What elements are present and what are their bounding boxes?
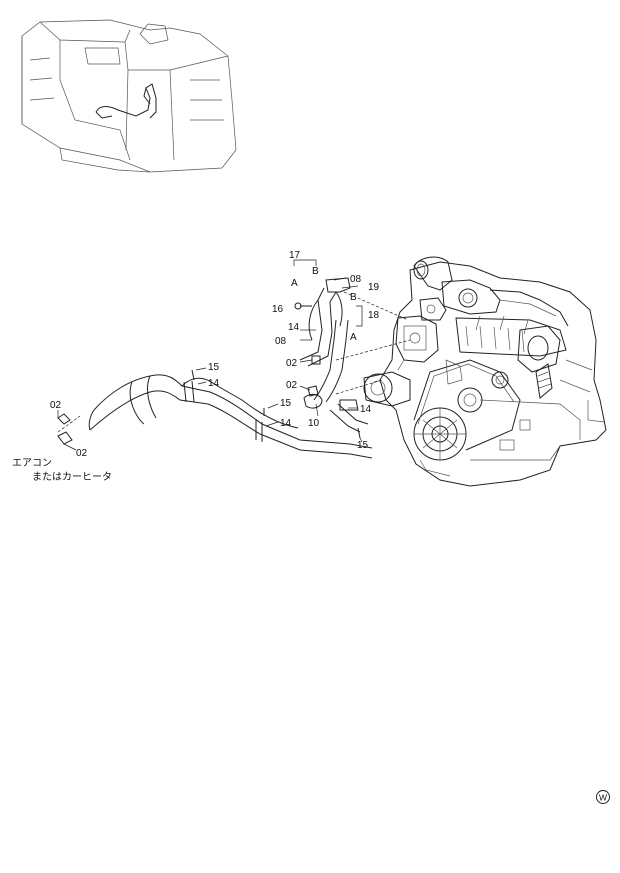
callout-08-top: 08 [350,274,362,285]
notes: エアコン またはカーヒータ [12,458,112,483]
callout-14-a: 14 [208,378,220,389]
callout-02-b: 02 [286,380,298,391]
w-mark-letter: W [599,793,607,803]
leader-lines [57,259,363,451]
callout-a-mid: A [350,332,357,343]
callout-b-top: B [312,266,319,277]
callout-19: 19 [368,282,380,293]
note-aircon: エアコン [12,458,52,469]
callout-a-top: A [291,278,298,289]
callout-02-mid: 02 [286,358,298,369]
callout-labels: 17 A B 08 19 16 B 18 14 A 08 02 15 14 02… [50,250,380,459]
callout-18: 18 [368,310,380,321]
callout-16: 16 [272,304,284,315]
callout-02-left-bottom: 02 [76,448,88,459]
hose-assembly [57,277,411,459]
note-car-heater: またはカーヒータ [32,471,112,483]
w-mark: W [596,790,610,804]
callout-15-c: 15 [357,440,369,451]
callout-b-mid: B [350,292,357,303]
callout-14-left: 14 [288,322,300,333]
callout-10: 10 [308,418,320,429]
callout-08-mid: 08 [275,336,287,347]
callout-14-b: 14 [280,418,292,429]
callout-15-b: 15 [280,398,292,409]
w-mark-circle [596,790,610,804]
callout-02-left-top: 02 [50,400,62,411]
machine-overview-illustration [21,19,237,173]
engine-illustration [363,256,607,487]
callout-14-c: 14 [360,404,372,415]
callout-15-a: 15 [208,362,220,373]
callout-17: 17 [289,250,301,261]
